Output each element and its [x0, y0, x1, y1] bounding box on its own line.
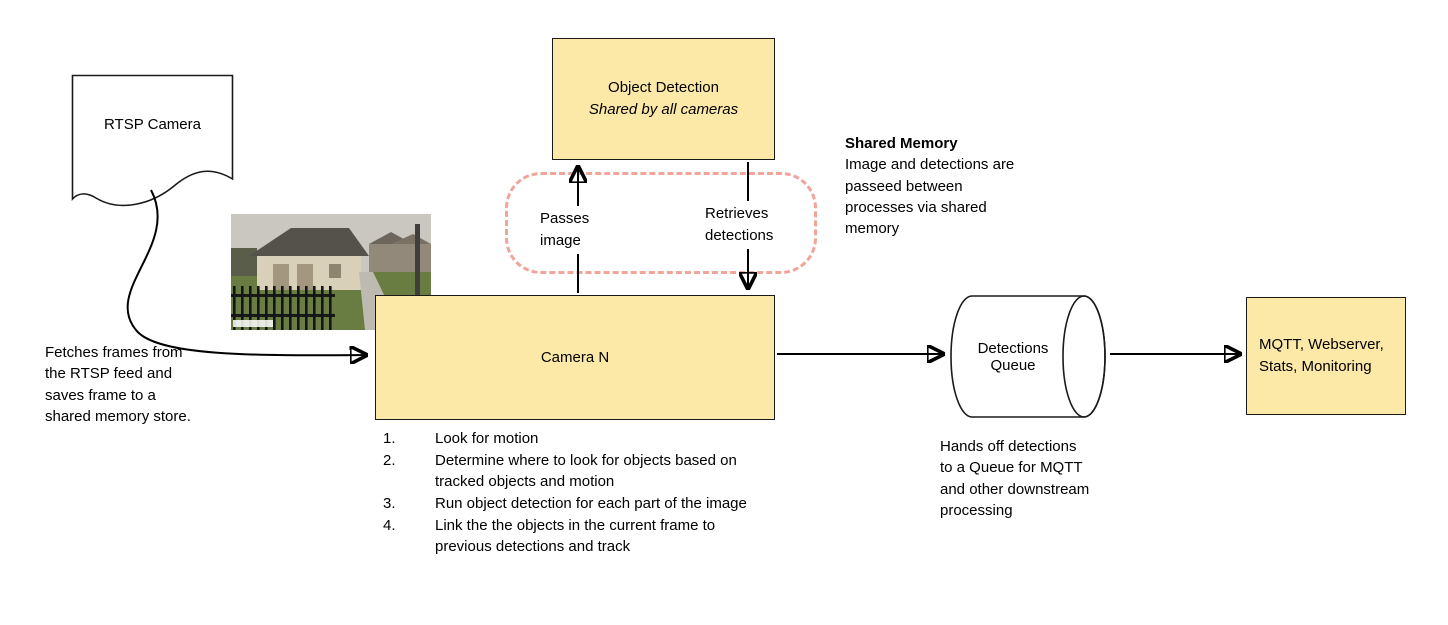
object-detection-title: Object Detection [608, 78, 719, 96]
shared-memory-note-title: Shared Memory [845, 135, 958, 152]
mqtt-webserver-node: MQTT, Webserver, Stats, Monitoring [1246, 297, 1406, 415]
camera-step-3: 3. Run object detection for each part of… [383, 493, 755, 514]
step-number: 3. [383, 495, 396, 512]
shared-memory-note: Shared Memory Image and detections are p… [845, 133, 1035, 239]
camera-step-1: 1. Look for motion [383, 428, 755, 449]
mqtt-webserver-label: MQTT, Webserver, Stats, Monitoring [1259, 336, 1384, 375]
fetch-frames-note: Fetches frames from the RTSP feed and sa… [45, 344, 191, 425]
queue-handoff-note: Hands off detections to a Queue for MQTT… [940, 438, 1090, 519]
step-text: Look for motion [435, 430, 539, 447]
step-text: Determine where to look for objects base… [435, 452, 737, 490]
passes-image-label: Passes image [536, 206, 594, 254]
shared-memory-dashed-region [505, 172, 817, 274]
object-detection-node: Object Detection Shared by all cameras [552, 38, 775, 160]
step-number: 1. [383, 430, 396, 447]
camera-steps-list: 1. Look for motion 2. Determine where to… [383, 428, 755, 558]
retrieves-detections-label: Retrieves detections [701, 201, 778, 249]
camera-n-node: Camera N [375, 295, 775, 420]
detections-queue-node: Detections Queue [948, 293, 1110, 420]
rtsp-document-shape [71, 74, 234, 207]
object-detection-subtitle: Shared by all cameras [588, 101, 739, 118]
rtsp-camera-label: RTSP Camera [104, 116, 201, 133]
rtsp-camera-node: RTSP Camera [71, 74, 234, 214]
queue-cylinder-shape [950, 295, 1106, 418]
detections-queue-label: Detections Queue [977, 339, 1049, 374]
step-number: 4. [383, 517, 396, 534]
step-text: Run object detection for each part of th… [435, 495, 747, 512]
step-text: Link the the objects in the current fram… [435, 517, 716, 555]
camera-step-2: 2. Determine where to look for objects b… [383, 450, 755, 492]
shared-memory-note-body: Image and detections are passeed between… [845, 156, 1015, 238]
camera-n-label: Camera N [540, 349, 610, 366]
step-number: 2. [383, 452, 396, 469]
camera-step-4: 4. Link the the objects in the current f… [383, 515, 755, 557]
